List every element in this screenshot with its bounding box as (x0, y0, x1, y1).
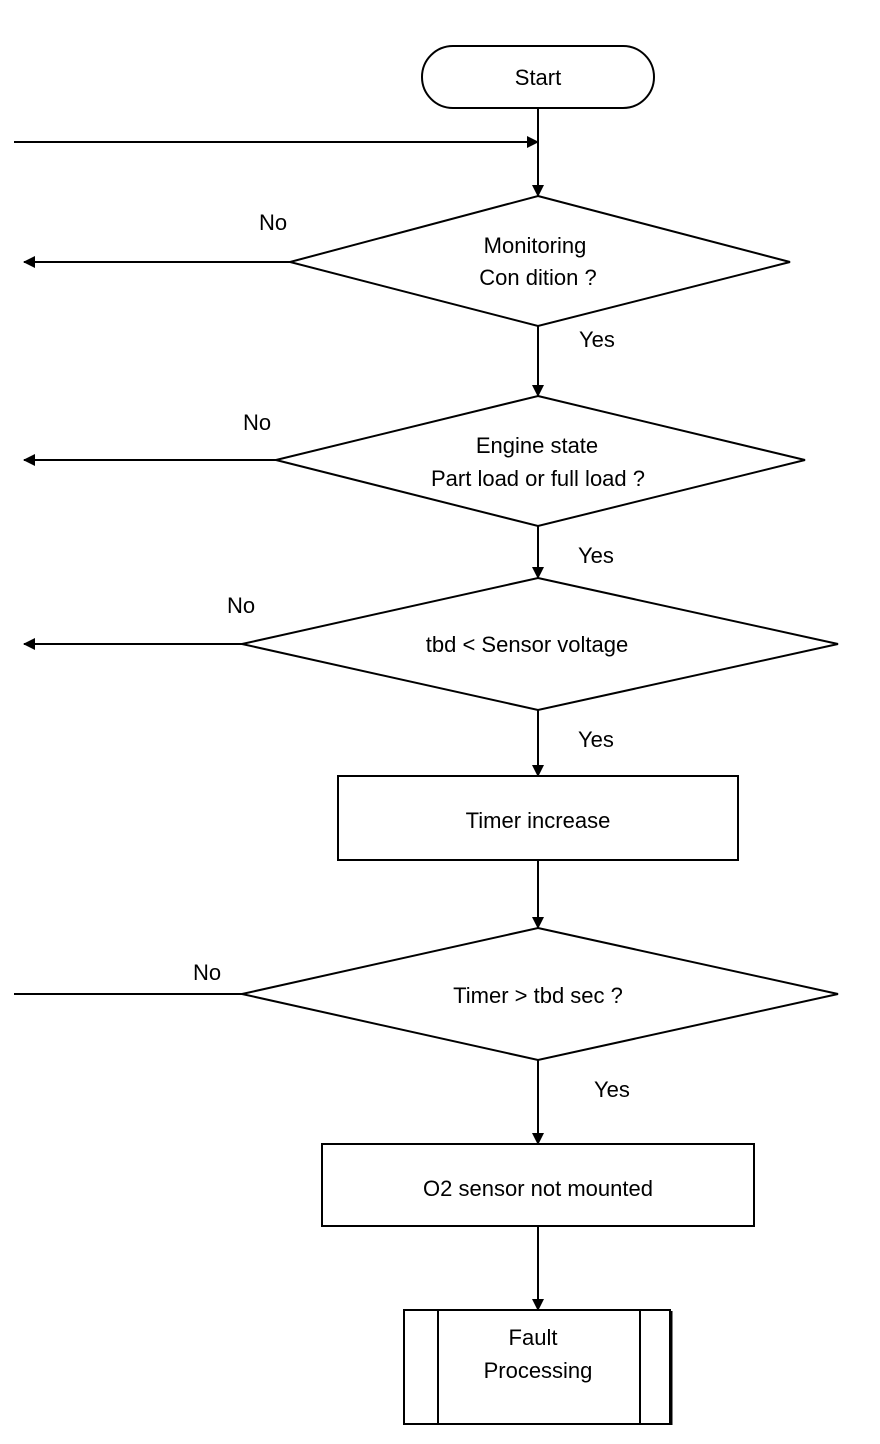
monitoring-no-label: No (259, 210, 287, 235)
decision-monitoring-condition (286, 194, 791, 328)
predefined-process-fault (403, 1309, 671, 1425)
voltage-check-label: tbd < Sensor voltage (426, 632, 628, 657)
engine-yes-label: Yes (578, 543, 614, 568)
monitoring-yes-label: Yes (579, 327, 615, 352)
not-mounted-label: O2 sensor not mounted (423, 1176, 653, 1201)
monitoring-line-1: Monitoring (484, 233, 587, 258)
engine-no-label: No (243, 410, 271, 435)
timer-no-label: No (193, 960, 221, 985)
fault-processing-line-2: Processing (484, 1358, 593, 1383)
voltage-yes-label: Yes (578, 727, 614, 752)
process-sensor-not-mounted (321, 1143, 755, 1227)
voltage-no-label: No (227, 593, 255, 618)
engine-state-line-2: Part load or full load ? (431, 466, 645, 491)
engine-state-line-1: Engine state (476, 433, 598, 458)
start-label: Start (515, 65, 561, 90)
timer-yes-label: Yes (594, 1077, 630, 1102)
decision-engine-state (275, 394, 806, 528)
timer-increase-label: Timer increase (466, 808, 611, 833)
monitoring-line-2: Con dition ? (479, 265, 596, 290)
fault-processing-line-1: Fault (509, 1325, 558, 1350)
process-timer-increase (337, 775, 739, 861)
timer-check-label: Timer > tbd sec ? (453, 983, 623, 1008)
